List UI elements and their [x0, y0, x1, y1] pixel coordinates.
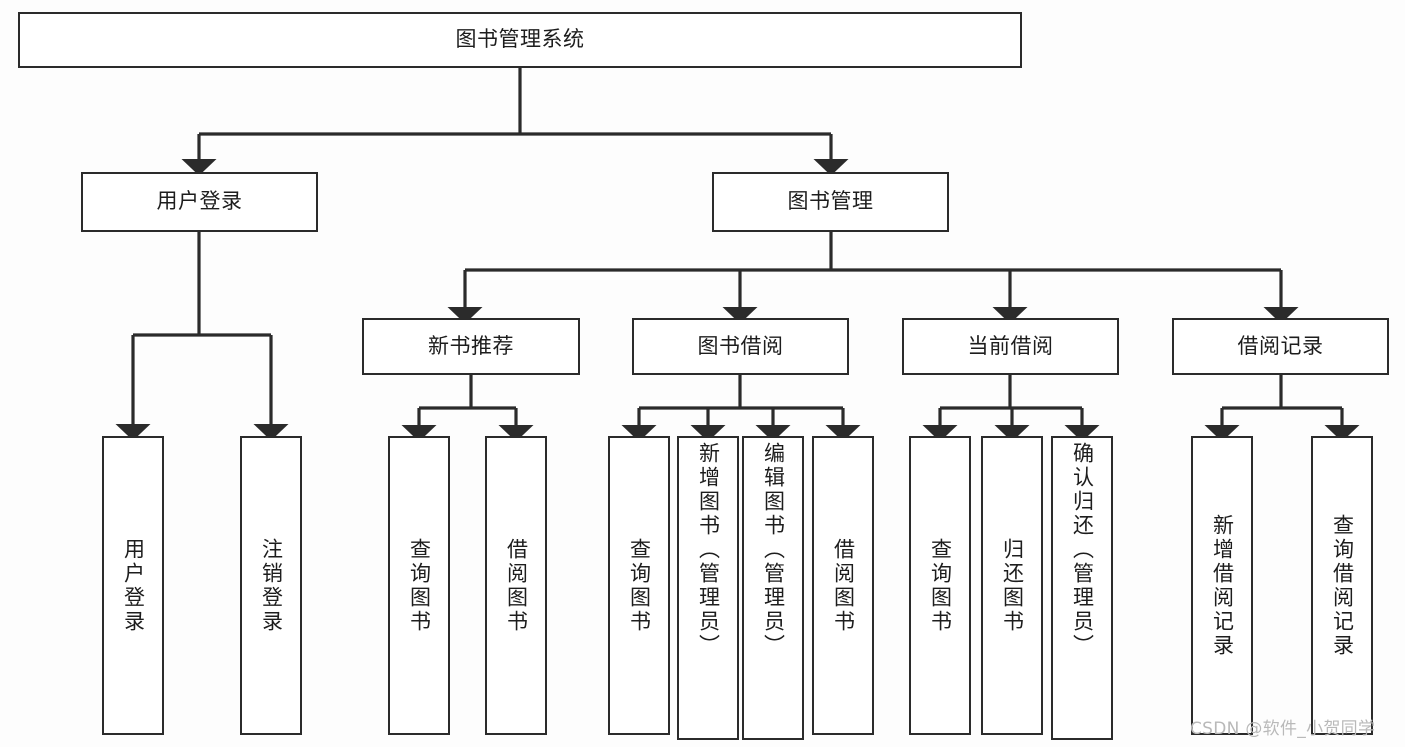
node-root-system[interactable]: 图书管理系统	[18, 12, 1022, 68]
node-leaf-return-book[interactable]: 归还图书	[981, 436, 1043, 735]
node-leaf-confirm-return-admin[interactable]: 确认归还（管理员）	[1051, 436, 1113, 740]
node-leaf-query-borrow-record[interactable]: 查询借阅记录	[1311, 436, 1373, 735]
node-leaf-query-book-3[interactable]: 查询图书	[909, 436, 971, 735]
node-leaf-query-book-2[interactable]: 查询图书	[608, 436, 670, 735]
node-leaf-add-borrow-record[interactable]: 新增借阅记录	[1191, 436, 1253, 735]
node-leaf-logout[interactable]: 注销登录	[240, 436, 302, 735]
node-leaf-add-book-admin[interactable]: 新增图书（管理员）	[677, 436, 739, 740]
node-book-management[interactable]: 图书管理	[712, 172, 949, 232]
node-book-borrow[interactable]: 图书借阅	[632, 318, 849, 375]
node-leaf-edit-book-admin[interactable]: 编辑图书（管理员）	[742, 436, 804, 740]
node-leaf-user-login[interactable]: 用户登录	[102, 436, 164, 735]
node-new-book-recommend[interactable]: 新书推荐	[362, 318, 580, 375]
node-leaf-borrow-book-2[interactable]: 借阅图书	[812, 436, 874, 735]
csdn-watermark: CSDN @软件_小贺同学	[1190, 719, 1376, 739]
node-borrow-record[interactable]: 借阅记录	[1172, 318, 1389, 375]
node-leaf-query-book-1[interactable]: 查询图书	[388, 436, 450, 735]
node-current-borrow[interactable]: 当前借阅	[902, 318, 1119, 375]
node-user-login[interactable]: 用户登录	[81, 172, 318, 232]
node-leaf-borrow-book-1[interactable]: 借阅图书	[485, 436, 547, 735]
